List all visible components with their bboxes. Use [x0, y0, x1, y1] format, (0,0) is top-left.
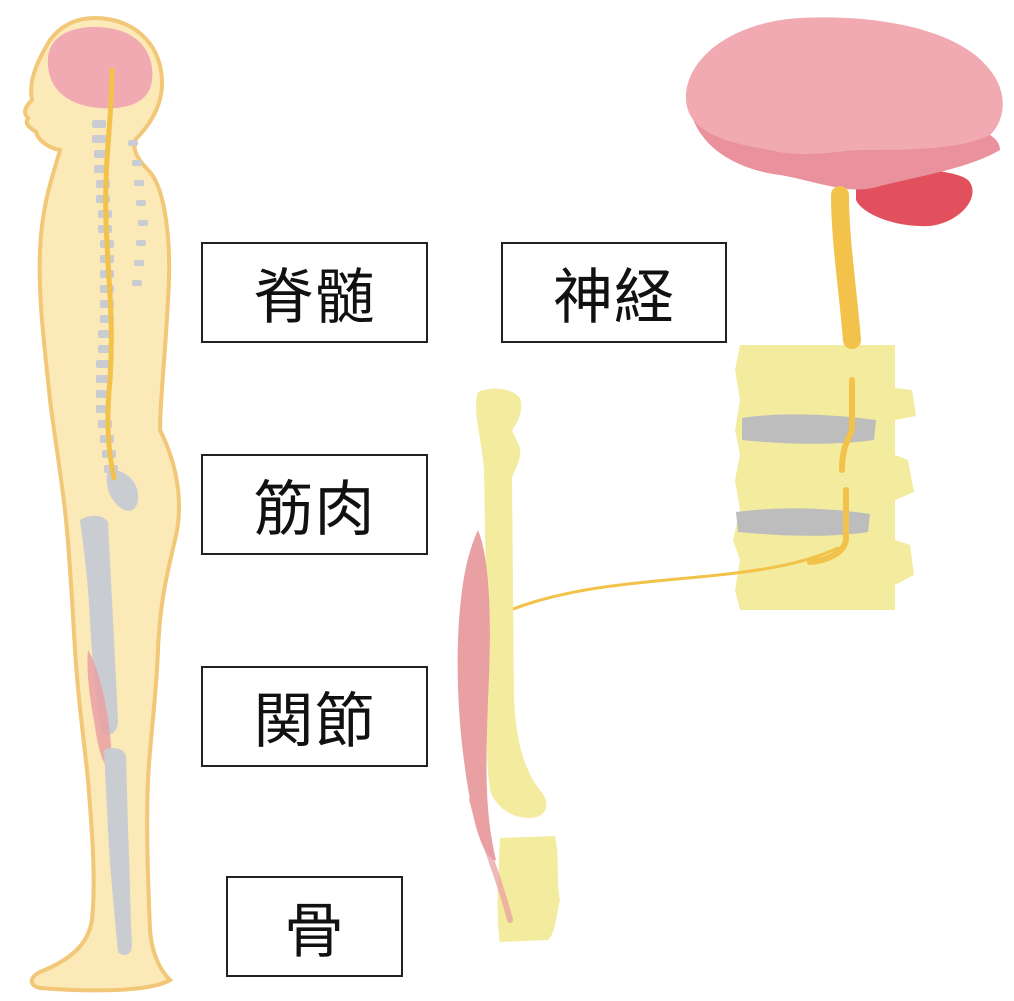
label-nerve: 神経 [501, 242, 727, 343]
human-figure [25, 18, 179, 990]
brain [686, 17, 1003, 154]
disc-upper [742, 414, 876, 443]
label-spinal-cord: 脊髄 [201, 242, 428, 343]
lower-bone [498, 836, 560, 942]
limb-illustration [458, 389, 560, 942]
brain-spinal-nerve [840, 195, 852, 340]
label-muscle: 筋肉 [201, 454, 428, 555]
label-bone: 骨 [226, 876, 403, 977]
body-silhouette [25, 18, 179, 990]
disc-lower [736, 508, 870, 535]
label-joint: 関節 [201, 666, 428, 767]
